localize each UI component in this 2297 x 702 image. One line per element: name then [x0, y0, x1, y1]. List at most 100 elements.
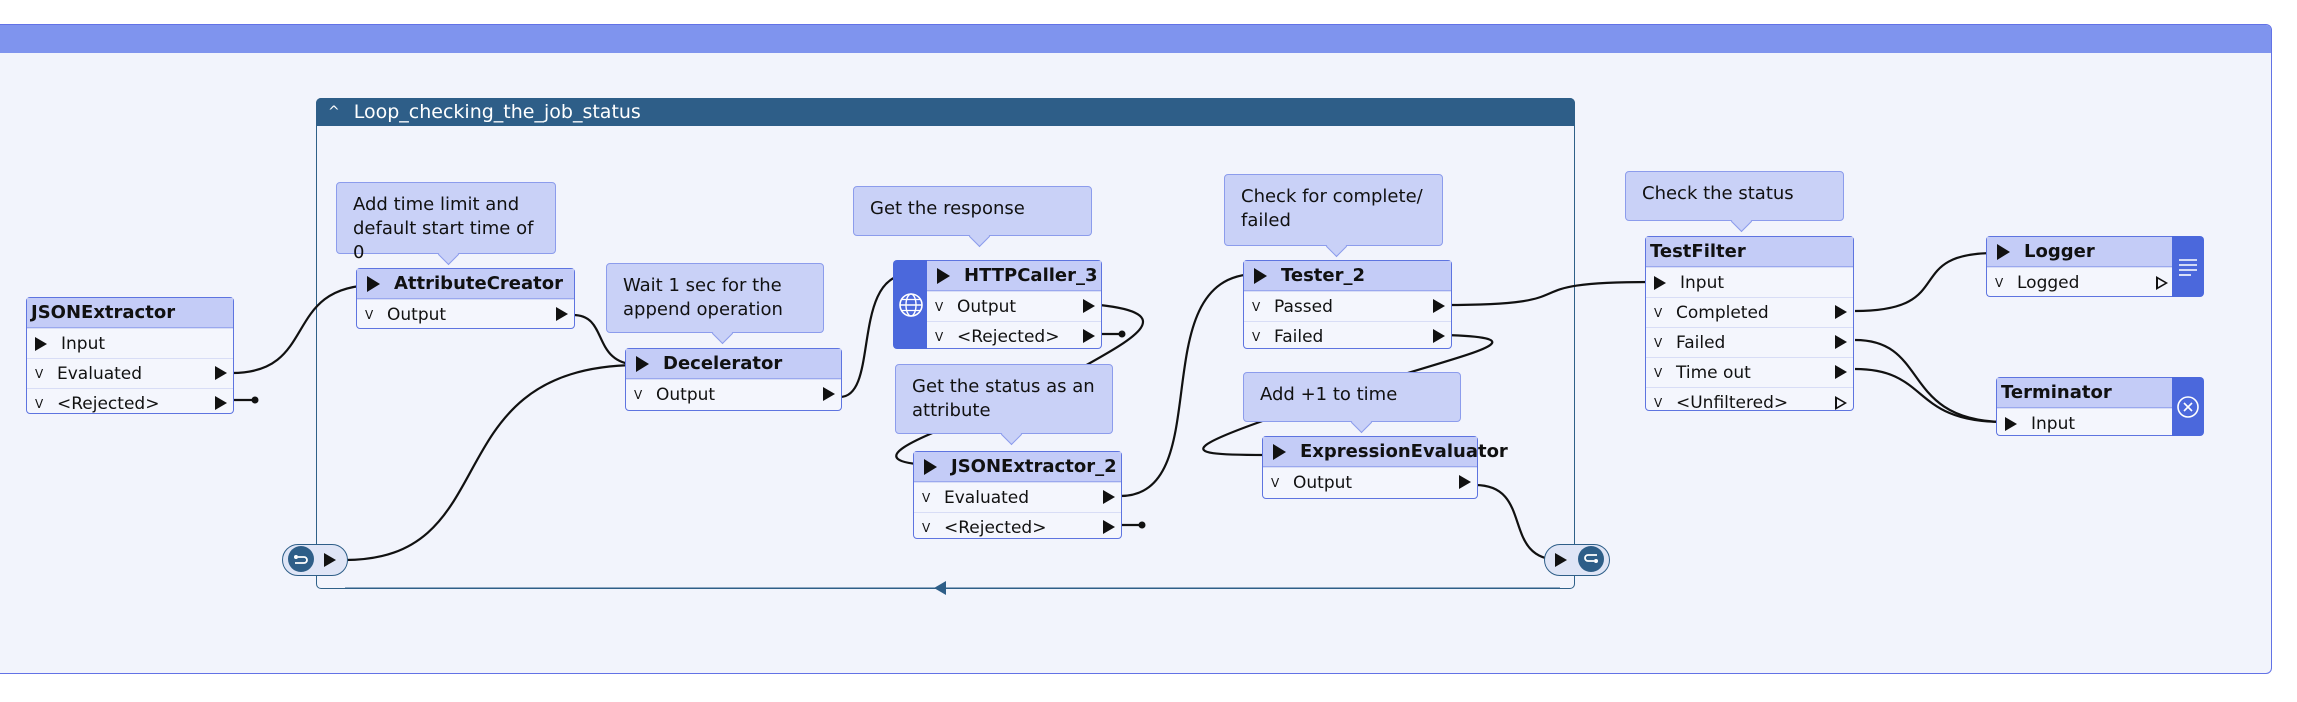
- output-port-logged[interactable]: V Logged: [1987, 267, 2174, 297]
- node-testfilter[interactable]: TestFilter Input V Completed V Failed V …: [1645, 236, 1854, 413]
- output-arrow-icon: [823, 387, 835, 401]
- loop-end-icon: [1578, 546, 1604, 572]
- port-label: Output: [1293, 472, 1353, 493]
- input-arrow-icon[interactable]: [1273, 443, 1286, 460]
- terminator-icon-panel[interactable]: [2172, 377, 2204, 436]
- logger-icon-panel[interactable]: [2172, 236, 2204, 297]
- output-port-failed[interactable]: V Failed: [1244, 321, 1451, 351]
- output-port-rejected[interactable]: V <Rejected>: [914, 512, 1121, 542]
- annotation-check-complete[interactable]: Check for complete/ failed: [1224, 174, 1443, 246]
- wire-jsonextractor2-tester: [1119, 272, 1258, 498]
- node-title-text: JSONExtractor_2: [951, 456, 1117, 477]
- node-title[interactable]: AttributeCreator: [357, 269, 574, 299]
- bookmark-container[interactable]: [0, 24, 2272, 674]
- chevron-down-icon: V: [1654, 335, 1663, 350]
- node-title-text: Decelerator: [663, 353, 783, 374]
- chevron-down-icon: V: [1271, 475, 1280, 490]
- port-label: Input: [2031, 413, 2076, 434]
- annotation-wait[interactable]: Wait 1 sec for the append operation: [606, 263, 824, 333]
- node-jsonextractor-2[interactable]: JSONExtractor_2 V Evaluated V <Rejected>: [913, 451, 1122, 539]
- node-title-text: ExpressionEvaluator: [1300, 441, 1508, 462]
- loop-end-pill[interactable]: [1544, 544, 1610, 576]
- node-title-text: Logger: [2024, 241, 2095, 262]
- output-port[interactable]: V Output: [927, 291, 1101, 321]
- input-arrow-icon[interactable]: [924, 458, 937, 475]
- input-arrow-icon[interactable]: [367, 275, 380, 292]
- node-httpcaller[interactable]: HTTPCaller_3 V Output V <Rejected>: [927, 260, 1102, 349]
- node-title[interactable]: JSONExtractor: [27, 298, 233, 328]
- output-port[interactable]: V Output: [1263, 467, 1477, 497]
- annotation-text: Add +1 to time: [1260, 384, 1398, 405]
- node-decelerator[interactable]: Decelerator V Output: [625, 348, 842, 411]
- input-port[interactable]: Input: [1646, 267, 1853, 297]
- output-port[interactable]: V Output: [626, 379, 841, 409]
- input-arrow-icon[interactable]: [937, 267, 950, 284]
- collapse-chevron-icon[interactable]: ^: [328, 104, 340, 120]
- input-arrow-icon[interactable]: [636, 355, 649, 372]
- output-port-evaluated[interactable]: V Evaluated: [27, 358, 233, 388]
- output-port-passed[interactable]: V Passed: [1244, 291, 1451, 321]
- output-port-unfiltered[interactable]: V <Unfiltered>: [1646, 387, 1853, 417]
- output-port-rejected[interactable]: V <Rejected>: [27, 388, 233, 418]
- node-jsonextractor[interactable]: JSONExtractor Input V Evaluated V <Rejec…: [26, 297, 234, 414]
- annotation-add-one[interactable]: Add +1 to time: [1243, 372, 1461, 422]
- node-expressionevaluator[interactable]: ExpressionEvaluator V Output: [1262, 436, 1508, 499]
- chevron-down-icon: V: [922, 520, 931, 535]
- chevron-down-icon: V: [365, 307, 374, 322]
- chevron-down-icon: V: [1995, 275, 2004, 290]
- output-arrow-icon: [1083, 299, 1095, 313]
- bookmark-header[interactable]: [0, 25, 2271, 53]
- input-arrow-icon[interactable]: [1254, 267, 1267, 284]
- wire-decelerator-httpcaller: [839, 272, 911, 399]
- node-title[interactable]: TestFilter: [1646, 237, 1853, 267]
- port-label: Logged: [2017, 272, 2080, 293]
- annotation-time-limit[interactable]: Add time limit and default start time of…: [336, 182, 556, 263]
- output-port[interactable]: V Output: [357, 299, 574, 329]
- loop-title: Loop_checking_the_job_status: [353, 101, 641, 123]
- output-port-evaluated[interactable]: V Evaluated: [914, 482, 1121, 512]
- http-icon-panel[interactable]: [893, 260, 929, 349]
- port-label: Evaluated: [944, 487, 1030, 508]
- node-title-text: Terminator: [2001, 382, 2112, 403]
- wire-completed-logger: [1854, 251, 1996, 313]
- node-title[interactable]: Decelerator: [626, 349, 841, 379]
- annotation-response[interactable]: Get the response: [853, 186, 1092, 236]
- input-port[interactable]: Input: [27, 328, 233, 358]
- node-logger[interactable]: Logger V Logged: [1986, 236, 2174, 297]
- node-title-text: JSONExtractor: [31, 302, 176, 323]
- node-title[interactable]: Terminator: [1997, 378, 2174, 408]
- output-arrow-icon: [1835, 365, 1847, 379]
- node-title[interactable]: JSONExtractor_2: [914, 452, 1121, 482]
- node-title[interactable]: ExpressionEvaluator: [1263, 437, 1508, 467]
- output-port-failed[interactable]: V Failed: [1646, 327, 1853, 357]
- node-title[interactable]: Tester_2: [1244, 261, 1451, 291]
- port-label: <Rejected>: [944, 517, 1047, 538]
- loop-header[interactable]: ^ Loop_checking_the_job_status: [316, 98, 1575, 126]
- port-label: Input: [1680, 272, 1725, 293]
- port-label: Output: [656, 384, 716, 405]
- port-label: Time out: [1676, 362, 1751, 383]
- loop-return-arrow-icon: [934, 581, 946, 595]
- chevron-down-icon: V: [1252, 299, 1261, 314]
- output-port-completed[interactable]: V Completed: [1646, 297, 1853, 327]
- node-terminator[interactable]: Terminator Input: [1996, 377, 2174, 436]
- node-title[interactable]: Logger: [1987, 237, 2174, 267]
- rejected-port[interactable]: V <Rejected>: [927, 321, 1101, 351]
- chevron-down-icon: V: [1654, 365, 1663, 380]
- output-arrow-icon: [1835, 305, 1847, 319]
- output-arrow-icon: [1103, 490, 1115, 504]
- log-lines-icon: [2179, 258, 2197, 276]
- node-tester-2[interactable]: Tester_2 V Passed V Failed: [1243, 260, 1452, 349]
- input-arrow-icon[interactable]: [1997, 243, 2010, 260]
- annotation-status-attribute[interactable]: Get the status as an attribute: [895, 364, 1113, 434]
- port-label: Completed: [1676, 302, 1769, 323]
- output-port-timeout[interactable]: V Time out: [1646, 357, 1853, 387]
- wire-jsonextractor-attributecreator: [231, 283, 377, 375]
- annotation-text: Get the status as an attribute: [912, 376, 1095, 421]
- node-title[interactable]: HTTPCaller_3: [927, 261, 1101, 291]
- annotation-check-status[interactable]: Check the status: [1625, 171, 1844, 221]
- node-attributecreator[interactable]: AttributeCreator V Output: [356, 268, 575, 329]
- loop-start-pill[interactable]: [282, 544, 348, 576]
- input-port[interactable]: Input: [1997, 408, 2174, 438]
